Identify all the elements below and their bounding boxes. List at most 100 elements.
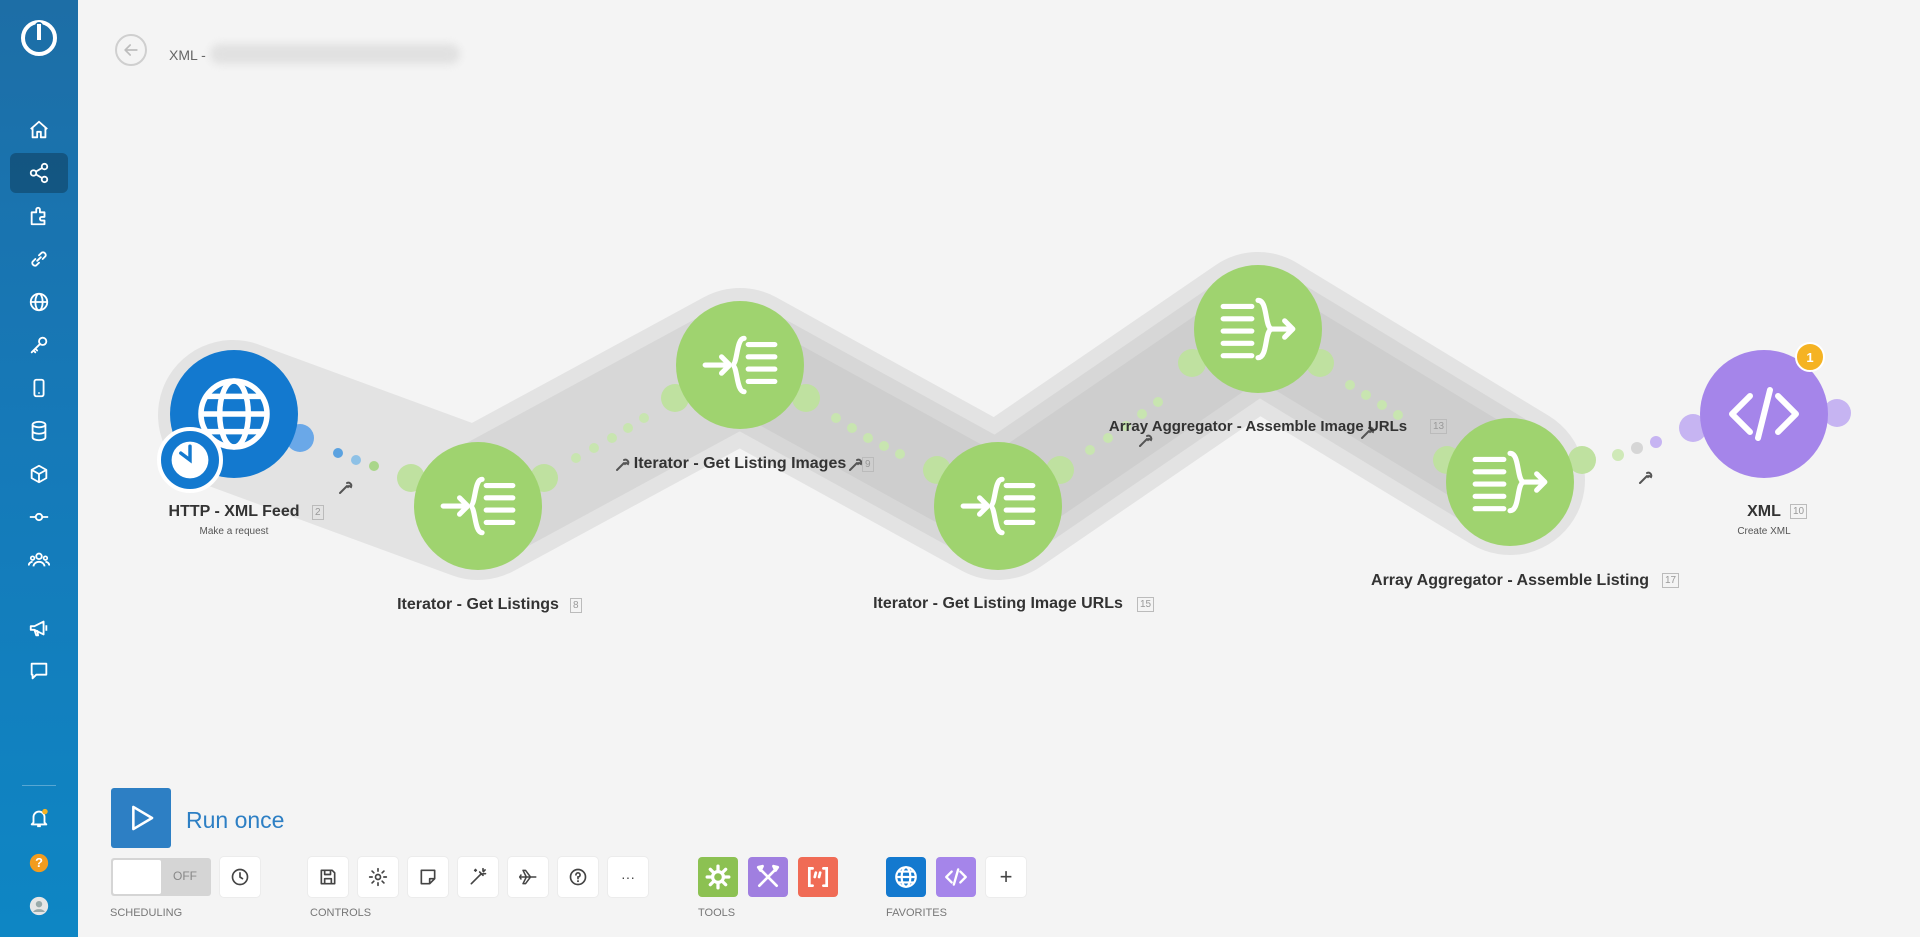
- parser-icon: [807, 866, 829, 888]
- module-id: 2: [312, 505, 324, 520]
- module-id: 8: [570, 598, 582, 613]
- nav-profile[interactable]: [10, 886, 68, 926]
- wrench-icon[interactable]: [1360, 424, 1376, 440]
- scheduling-toggle[interactable]: OFF: [111, 858, 211, 896]
- help-button[interactable]: [558, 857, 598, 897]
- sidebar-divider: [22, 785, 56, 786]
- user-avatar-icon: [29, 896, 49, 916]
- wrench-icon[interactable]: [615, 456, 631, 472]
- scenario-title[interactable]: XML -: [169, 47, 206, 63]
- tools-button[interactable]: [748, 857, 788, 897]
- controls-label: CONTROLS: [310, 907, 372, 919]
- iterator-icon: [960, 476, 1036, 536]
- schedule-clock[interactable]: [157, 427, 223, 493]
- module-iterator-get-listing-images[interactable]: [676, 301, 804, 429]
- module-subtitle: Create XML: [1737, 526, 1791, 537]
- favorites-label: FAVORITES: [886, 907, 947, 919]
- note-icon: [420, 869, 436, 885]
- clock-icon: [231, 868, 249, 886]
- wrench-icon[interactable]: [1138, 432, 1154, 448]
- code-icon: [1729, 387, 1799, 441]
- module-array-aggregator-assemble-listing[interactable]: [1446, 418, 1574, 546]
- aggregator-icon: [1472, 450, 1548, 514]
- module-id: 10: [1790, 504, 1808, 519]
- airplane-icon: [518, 869, 537, 885]
- help-icon: ?: [29, 853, 49, 873]
- nav-keys[interactable]: [10, 325, 68, 365]
- bell-icon: [30, 808, 48, 828]
- wrench-icon[interactable]: [338, 479, 354, 495]
- notes-button[interactable]: [408, 857, 448, 897]
- favorite-xml-button[interactable]: [936, 857, 976, 897]
- module-title: Iterator - Get Listing Image URLs: [873, 595, 1123, 612]
- toggle-knob: [113, 860, 161, 894]
- module-array-aggregator-assemble-image-urls[interactable]: [1194, 265, 1322, 393]
- scenario-settings-button[interactable]: [358, 857, 398, 897]
- globe-icon: [198, 378, 270, 450]
- module-iterator-get-listings[interactable]: [414, 442, 542, 570]
- share-icon: [29, 162, 49, 184]
- clock-icon: [171, 441, 209, 479]
- back-button[interactable]: [115, 34, 147, 66]
- tools-label: TOOLS: [698, 907, 736, 919]
- module-title: Array Aggregator - Assemble Image URLs: [1108, 418, 1408, 435]
- save-icon: [320, 869, 336, 885]
- scenario-name-redacted: [210, 44, 460, 64]
- nav-team[interactable]: [10, 540, 68, 580]
- nav-help[interactable]: ?: [10, 843, 68, 883]
- operations-badge[interactable]: 1: [1795, 342, 1825, 372]
- nav-webhooks[interactable]: [10, 282, 68, 322]
- module-id: 15: [1137, 597, 1155, 612]
- svg-text:?: ?: [35, 855, 43, 870]
- favorite-http-button[interactable]: [886, 857, 926, 897]
- iterator-icon: [440, 476, 516, 536]
- nav-scenarios[interactable]: [10, 153, 68, 193]
- nav-flow-control[interactable]: [10, 497, 68, 537]
- tools-icon: [756, 864, 780, 888]
- run-once-label[interactable]: Run once: [186, 807, 285, 833]
- auto-align-button[interactable]: [458, 857, 498, 897]
- nav-templates[interactable]: [10, 196, 68, 236]
- nav-devices[interactable]: [10, 368, 68, 408]
- toggle-state: OFF: [173, 869, 197, 883]
- link-icon: [31, 251, 47, 267]
- make-logo-icon[interactable]: [19, 18, 59, 58]
- globe-icon: [29, 292, 49, 312]
- module-title: Iterator - Get Listing Images: [633, 455, 847, 472]
- code-icon: [945, 868, 967, 886]
- wrench-icon[interactable]: [848, 456, 864, 472]
- module-iterator-get-listing-image-urls[interactable]: [934, 442, 1062, 570]
- module-title: HTTP - XML Feed: [168, 503, 300, 520]
- schedule-settings-button[interactable]: [220, 857, 260, 897]
- nav-datastores[interactable]: [10, 411, 68, 451]
- chat-icon: [30, 662, 48, 680]
- add-favorite-button[interactable]: +: [986, 857, 1026, 897]
- module-title: Iterator - Get Listings: [397, 596, 559, 613]
- globe-icon: [895, 866, 917, 888]
- text-parser-button[interactable]: [798, 857, 838, 897]
- mobile-icon: [33, 378, 45, 398]
- nav-connections[interactable]: [10, 239, 68, 279]
- wrench-icon[interactable]: [1638, 469, 1654, 485]
- scheduling-label: SCHEDULING: [110, 907, 183, 919]
- nav-feedback[interactable]: [10, 651, 68, 691]
- arrow-left-icon: [124, 44, 138, 56]
- module-id: 13: [1430, 419, 1448, 434]
- tools-flow-control-button[interactable]: [698, 857, 738, 897]
- nav-home[interactable]: [10, 110, 68, 150]
- module-subtitle: Make a request: [199, 526, 269, 537]
- more-button[interactable]: ···: [608, 857, 648, 897]
- nav-datastructures[interactable]: [10, 454, 68, 494]
- flow-icon: [29, 512, 49, 522]
- question-icon: [569, 868, 587, 886]
- nav-whats-new[interactable]: [10, 608, 68, 648]
- team-icon: [28, 552, 50, 567]
- save-button[interactable]: [308, 857, 348, 897]
- play-icon: [132, 805, 154, 831]
- module-title: Array Aggregator - Assemble Listing: [1371, 572, 1649, 589]
- megaphone-icon: [29, 620, 48, 637]
- cube-icon: [30, 464, 48, 484]
- explain-flow-button[interactable]: [508, 857, 548, 897]
- run-once-button[interactable]: [111, 788, 171, 848]
- nav-notifications[interactable]: [10, 798, 68, 838]
